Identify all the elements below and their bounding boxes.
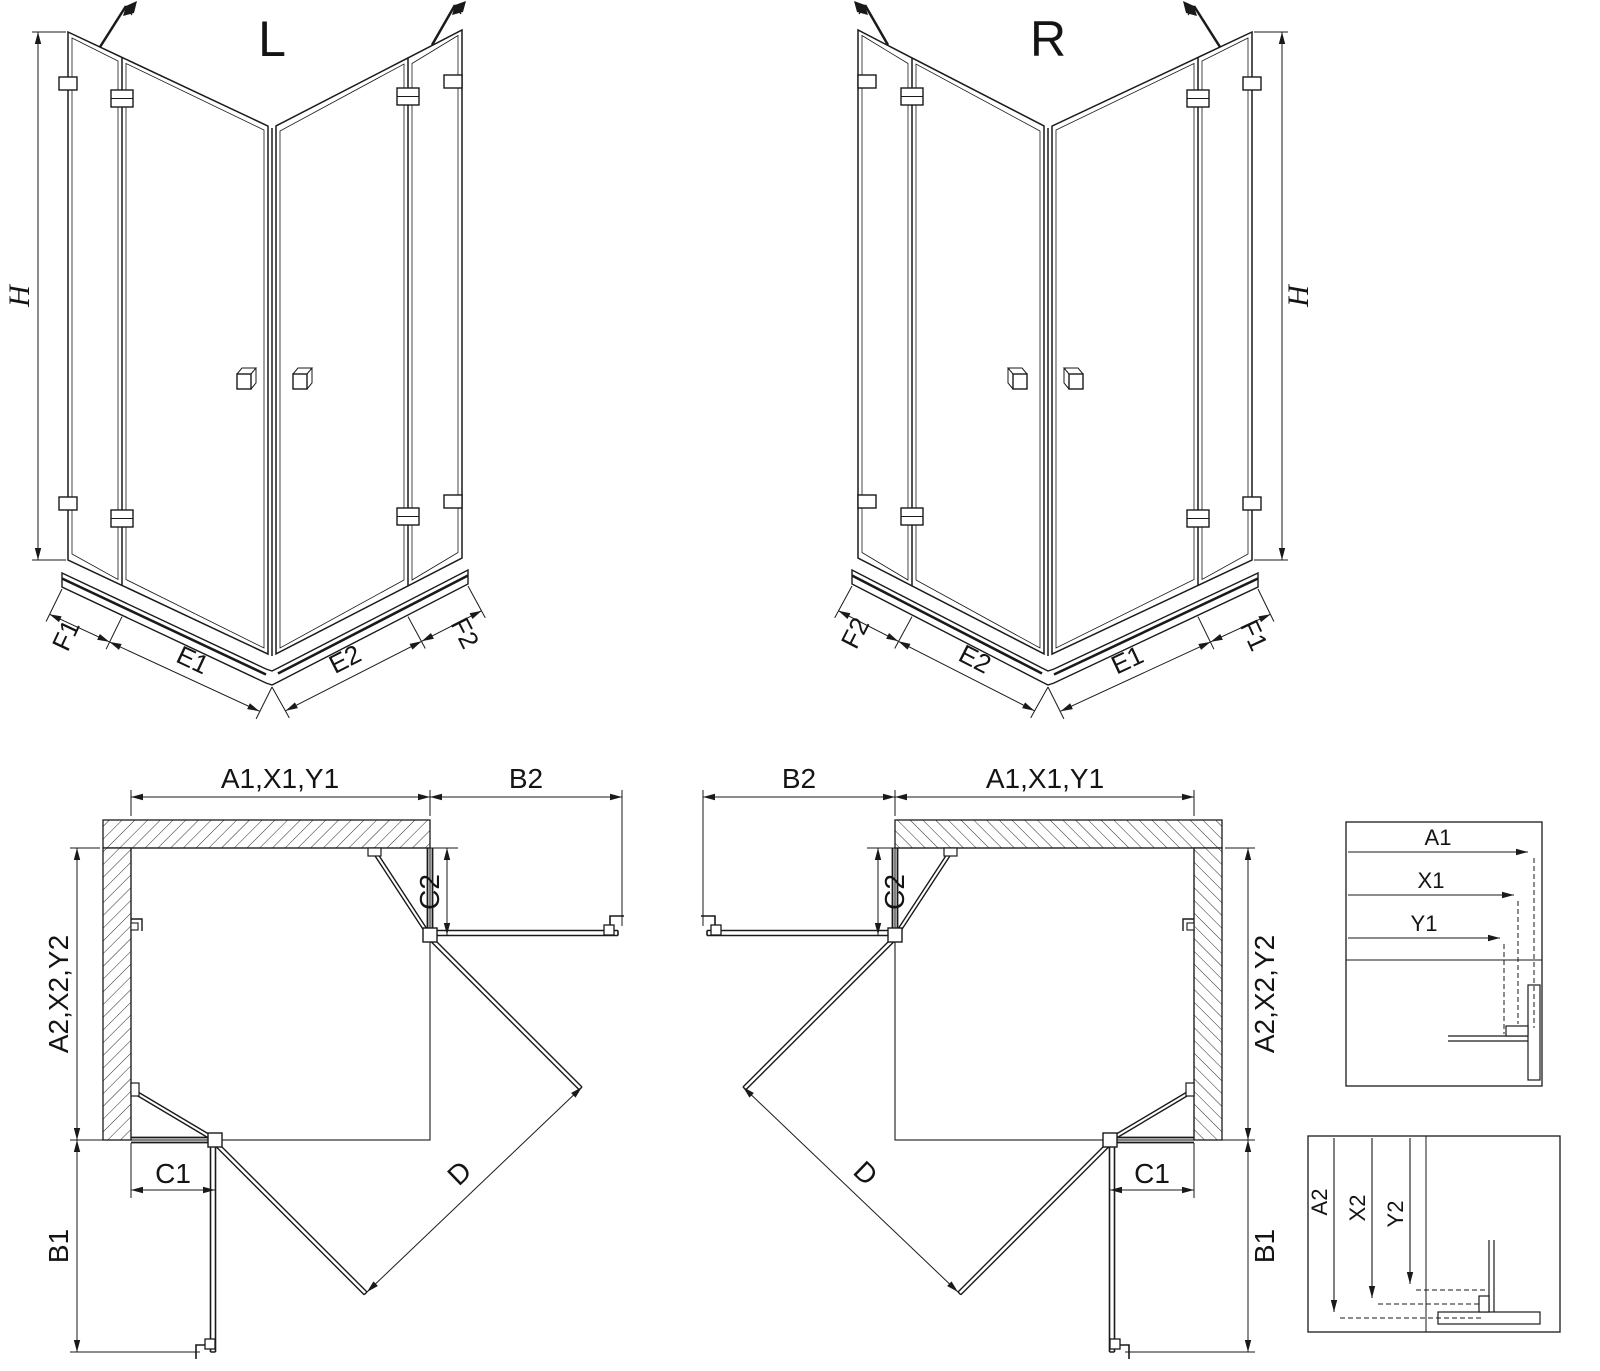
plan-view-right: B2 A1,X1,Y1 C2 A2,X2,Y2 B1 C1 D [701, 763, 1280, 1359]
profile-bracket [1505, 1025, 1529, 1037]
iso-left-title: L [258, 11, 286, 67]
wall-profile-section [1527, 984, 1541, 1081]
profile-bracket-vertical [1478, 1295, 1490, 1313]
plan-left-depth-label: A2,X2,Y2 [43, 935, 74, 1053]
plan-right-depth-label: A2,X2,Y2 [1249, 935, 1280, 1053]
dim-label-h-right: H [1282, 283, 1315, 308]
plan-right-width-label: A1,X1,Y1 [986, 763, 1104, 794]
detail-box-width: A1 X1 Y1 [1345, 821, 1543, 1087]
plan-left-b2-label: B2 [509, 763, 543, 794]
plan-view-left: A1,X1,Y1 B2 C2 A2,X2,Y2 B1 C1 D [43, 763, 624, 1359]
detail-box-depth: A2 X2 Y2 [1307, 1135, 1561, 1333]
iso-right-title: R [1030, 11, 1066, 67]
plan-left-b1-label: B1 [43, 1229, 74, 1263]
plan-left-geometry [70, 790, 624, 1359]
plan-left-width-label: A1,X1,Y1 [221, 763, 339, 794]
detail-width-frame [1345, 821, 1543, 1087]
plan-right-c1-label: C1 [1134, 1158, 1170, 1189]
iso-right-geometry [835, 1, 1288, 719]
detail-depth-frame [1307, 1135, 1561, 1333]
detail-y2-label: Y2 [1383, 1201, 1408, 1228]
detail-x1-label: X1 [1418, 868, 1445, 893]
iso-view-left: L H F1 E1 E2 F2 [3, 1, 485, 719]
detail-x2-label: X2 [1345, 1195, 1370, 1222]
detail-a1-label: A1 [1425, 825, 1452, 850]
iso-left-geometry [32, 1, 485, 719]
iso-view-right: R H F2 E2 E1 F1 [835, 1, 1315, 719]
detail-a2-label: A2 [1307, 1189, 1332, 1216]
dim-label-f2-right: F2 [835, 613, 876, 654]
dim-label-h-left: H [3, 283, 36, 308]
plan-left-c2-label: C2 [414, 874, 445, 910]
dim-label-f2-left: F2 [445, 613, 486, 654]
plan-right-b1-label: B1 [1249, 1229, 1280, 1263]
plan-left-c1-label: C1 [155, 1158, 191, 1189]
plan-right-c2-label: C2 [879, 874, 910, 910]
dim-label-f1-right: F1 [1234, 615, 1274, 655]
detail-y1-label: Y1 [1411, 911, 1438, 936]
plan-right-b2-label: B2 [782, 763, 816, 794]
plan-right-d-label: D [848, 1155, 884, 1191]
plan-left-d-label: D [441, 1155, 477, 1191]
dim-label-f1-left: F1 [46, 615, 86, 655]
plan-right-geometry [701, 790, 1255, 1359]
